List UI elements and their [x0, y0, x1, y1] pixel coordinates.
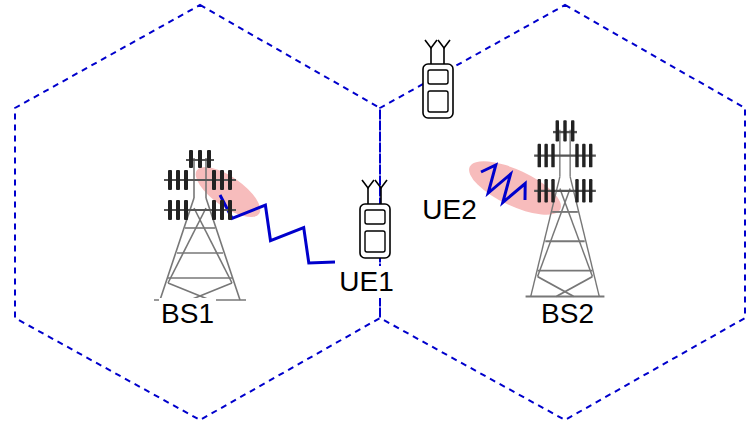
beam-lobe	[188, 158, 267, 226]
zigzag-line	[481, 165, 525, 203]
cell-hexagon	[15, 5, 380, 420]
node-label: UE1	[337, 266, 395, 298]
node-label: UE2	[420, 194, 478, 226]
tower-icon	[130, 148, 270, 303]
cell-hexagon	[380, 5, 745, 420]
node-label: BS2	[539, 298, 596, 330]
user-equipment: UE1	[335, 178, 398, 298]
zigzag-line	[220, 195, 335, 263]
phone-icon	[357, 178, 393, 260]
phone-icon	[420, 38, 456, 120]
radio-link	[481, 165, 525, 203]
tower-icon	[505, 118, 625, 300]
base-station: BS1	[155, 148, 220, 330]
user-equipment: UE2	[418, 38, 481, 226]
base-station: BS2	[525, 118, 610, 330]
node-label: BS1	[159, 298, 216, 330]
radio-link	[220, 195, 335, 263]
